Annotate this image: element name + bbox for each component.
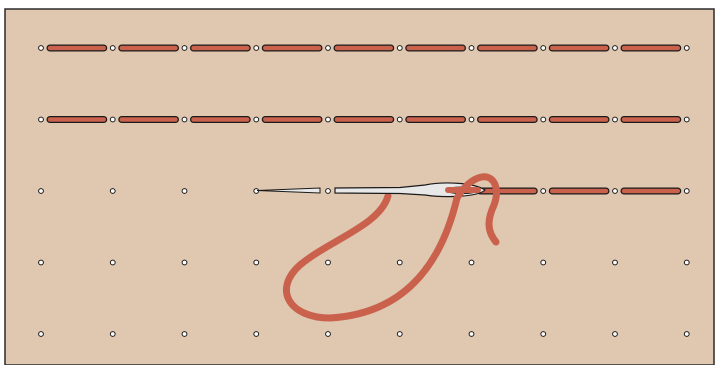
stitch-hole: [110, 117, 115, 122]
stitch-hole: [541, 332, 546, 337]
stitch-hole: [613, 117, 618, 122]
stitch-hole: [182, 260, 187, 265]
stitch-hole: [110, 46, 115, 51]
stitch-hole: [182, 117, 187, 122]
stitch-hole: [182, 332, 187, 337]
stitch-hole: [469, 117, 474, 122]
stitch-hole: [326, 46, 331, 51]
stitch-hole: [254, 332, 259, 337]
stitch-hole: [397, 260, 402, 265]
stitch-hole: [39, 189, 44, 194]
stitch-hole: [254, 46, 259, 51]
stitch-hole: [397, 117, 402, 122]
stitch-hole: [541, 189, 546, 194]
stitch-hole: [182, 46, 187, 51]
stitch-hole: [469, 46, 474, 51]
stitch-hole: [397, 332, 402, 337]
stitch-hole: [110, 260, 115, 265]
stitch-hole: [613, 260, 618, 265]
stitch-hole: [613, 189, 618, 194]
stitch-hole: [326, 189, 331, 194]
stitch-hole: [684, 332, 689, 337]
stitch-hole: [39, 46, 44, 51]
stitch-hole: [39, 117, 44, 122]
stitch-hole: [326, 260, 331, 265]
stitch-hole: [613, 46, 618, 51]
stitch-hole: [397, 46, 402, 51]
stitch-hole: [469, 260, 474, 265]
stitch-hole: [39, 332, 44, 337]
stitch-hole: [613, 332, 618, 337]
stitch-hole: [110, 332, 115, 337]
stitch-hole: [684, 189, 689, 194]
stitch-hole: [684, 260, 689, 265]
stitch-hole: [254, 260, 259, 265]
stitch-hole: [182, 189, 187, 194]
stitch-hole: [39, 260, 44, 265]
stitch-hole: [541, 117, 546, 122]
stitch-hole: [541, 260, 546, 265]
stitch-hole: [684, 46, 689, 51]
stitch-hole: [254, 117, 259, 122]
stitch-hole: [684, 117, 689, 122]
stitch-hole: [110, 189, 115, 194]
stitch-hole: [541, 46, 546, 51]
stitch-hole: [469, 332, 474, 337]
stitch-hole: [326, 332, 331, 337]
stitch-hole: [326, 117, 331, 122]
